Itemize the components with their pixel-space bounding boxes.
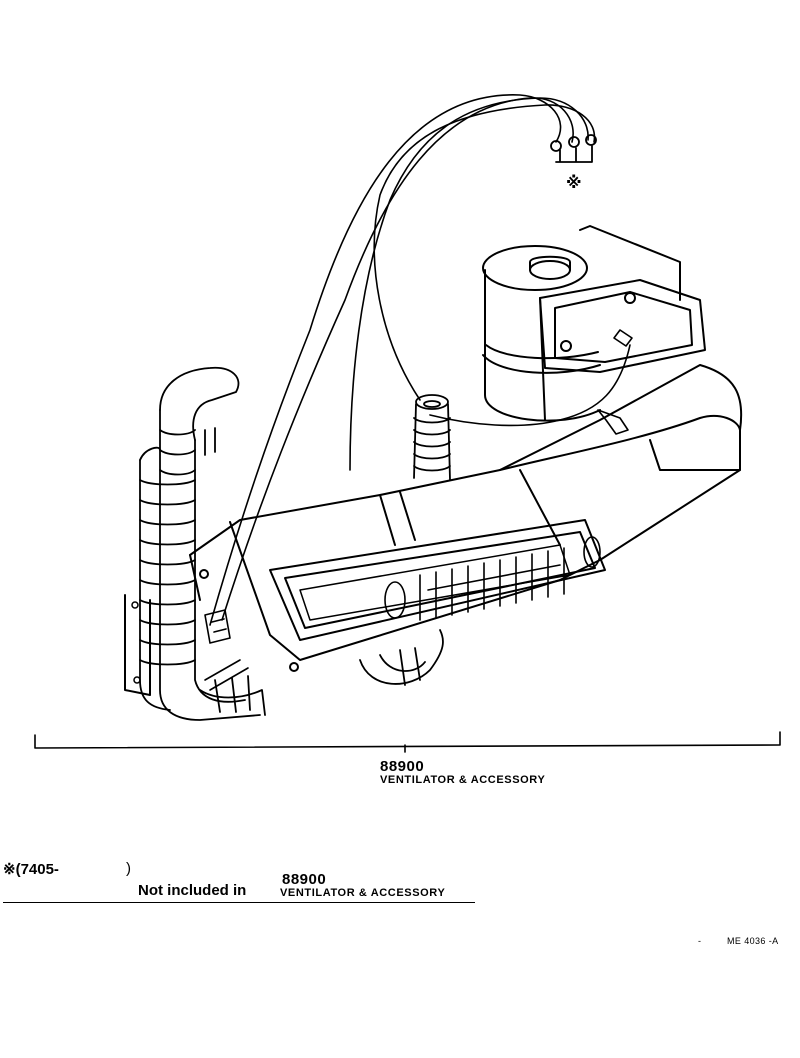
note-text: Not included in xyxy=(138,882,247,899)
note-underline xyxy=(3,902,475,903)
note-mark: ※(7405- xyxy=(3,861,59,878)
ventilator-assembly-drawing: ※ xyxy=(34,94,781,753)
part-name-ventilator: VENTILATOR & ACCESSORY xyxy=(380,774,546,786)
wire-clip xyxy=(204,609,249,691)
callout-mark-icon: ※ xyxy=(566,173,582,192)
note-close-paren: ) xyxy=(126,860,131,877)
harness-connectors xyxy=(550,134,597,163)
ventilator-duct xyxy=(189,364,743,672)
blower-housing xyxy=(539,225,706,435)
note-part-number: 88900 xyxy=(282,871,327,888)
lower-outlet-hose xyxy=(359,629,444,686)
drawing-reference: ME 4036 -A xyxy=(727,936,779,946)
dimension-bracket xyxy=(34,731,781,753)
left-hoses xyxy=(139,366,266,721)
blower-motor xyxy=(482,245,601,422)
part-number-88900: 88900 xyxy=(380,758,425,775)
center-hose xyxy=(413,394,451,481)
mounting-bracket xyxy=(124,594,151,696)
drawing-ref-dash: - xyxy=(698,936,702,946)
note-part-name: VENTILATOR & ACCESSORY xyxy=(280,887,446,899)
louver-assembly xyxy=(269,519,606,641)
